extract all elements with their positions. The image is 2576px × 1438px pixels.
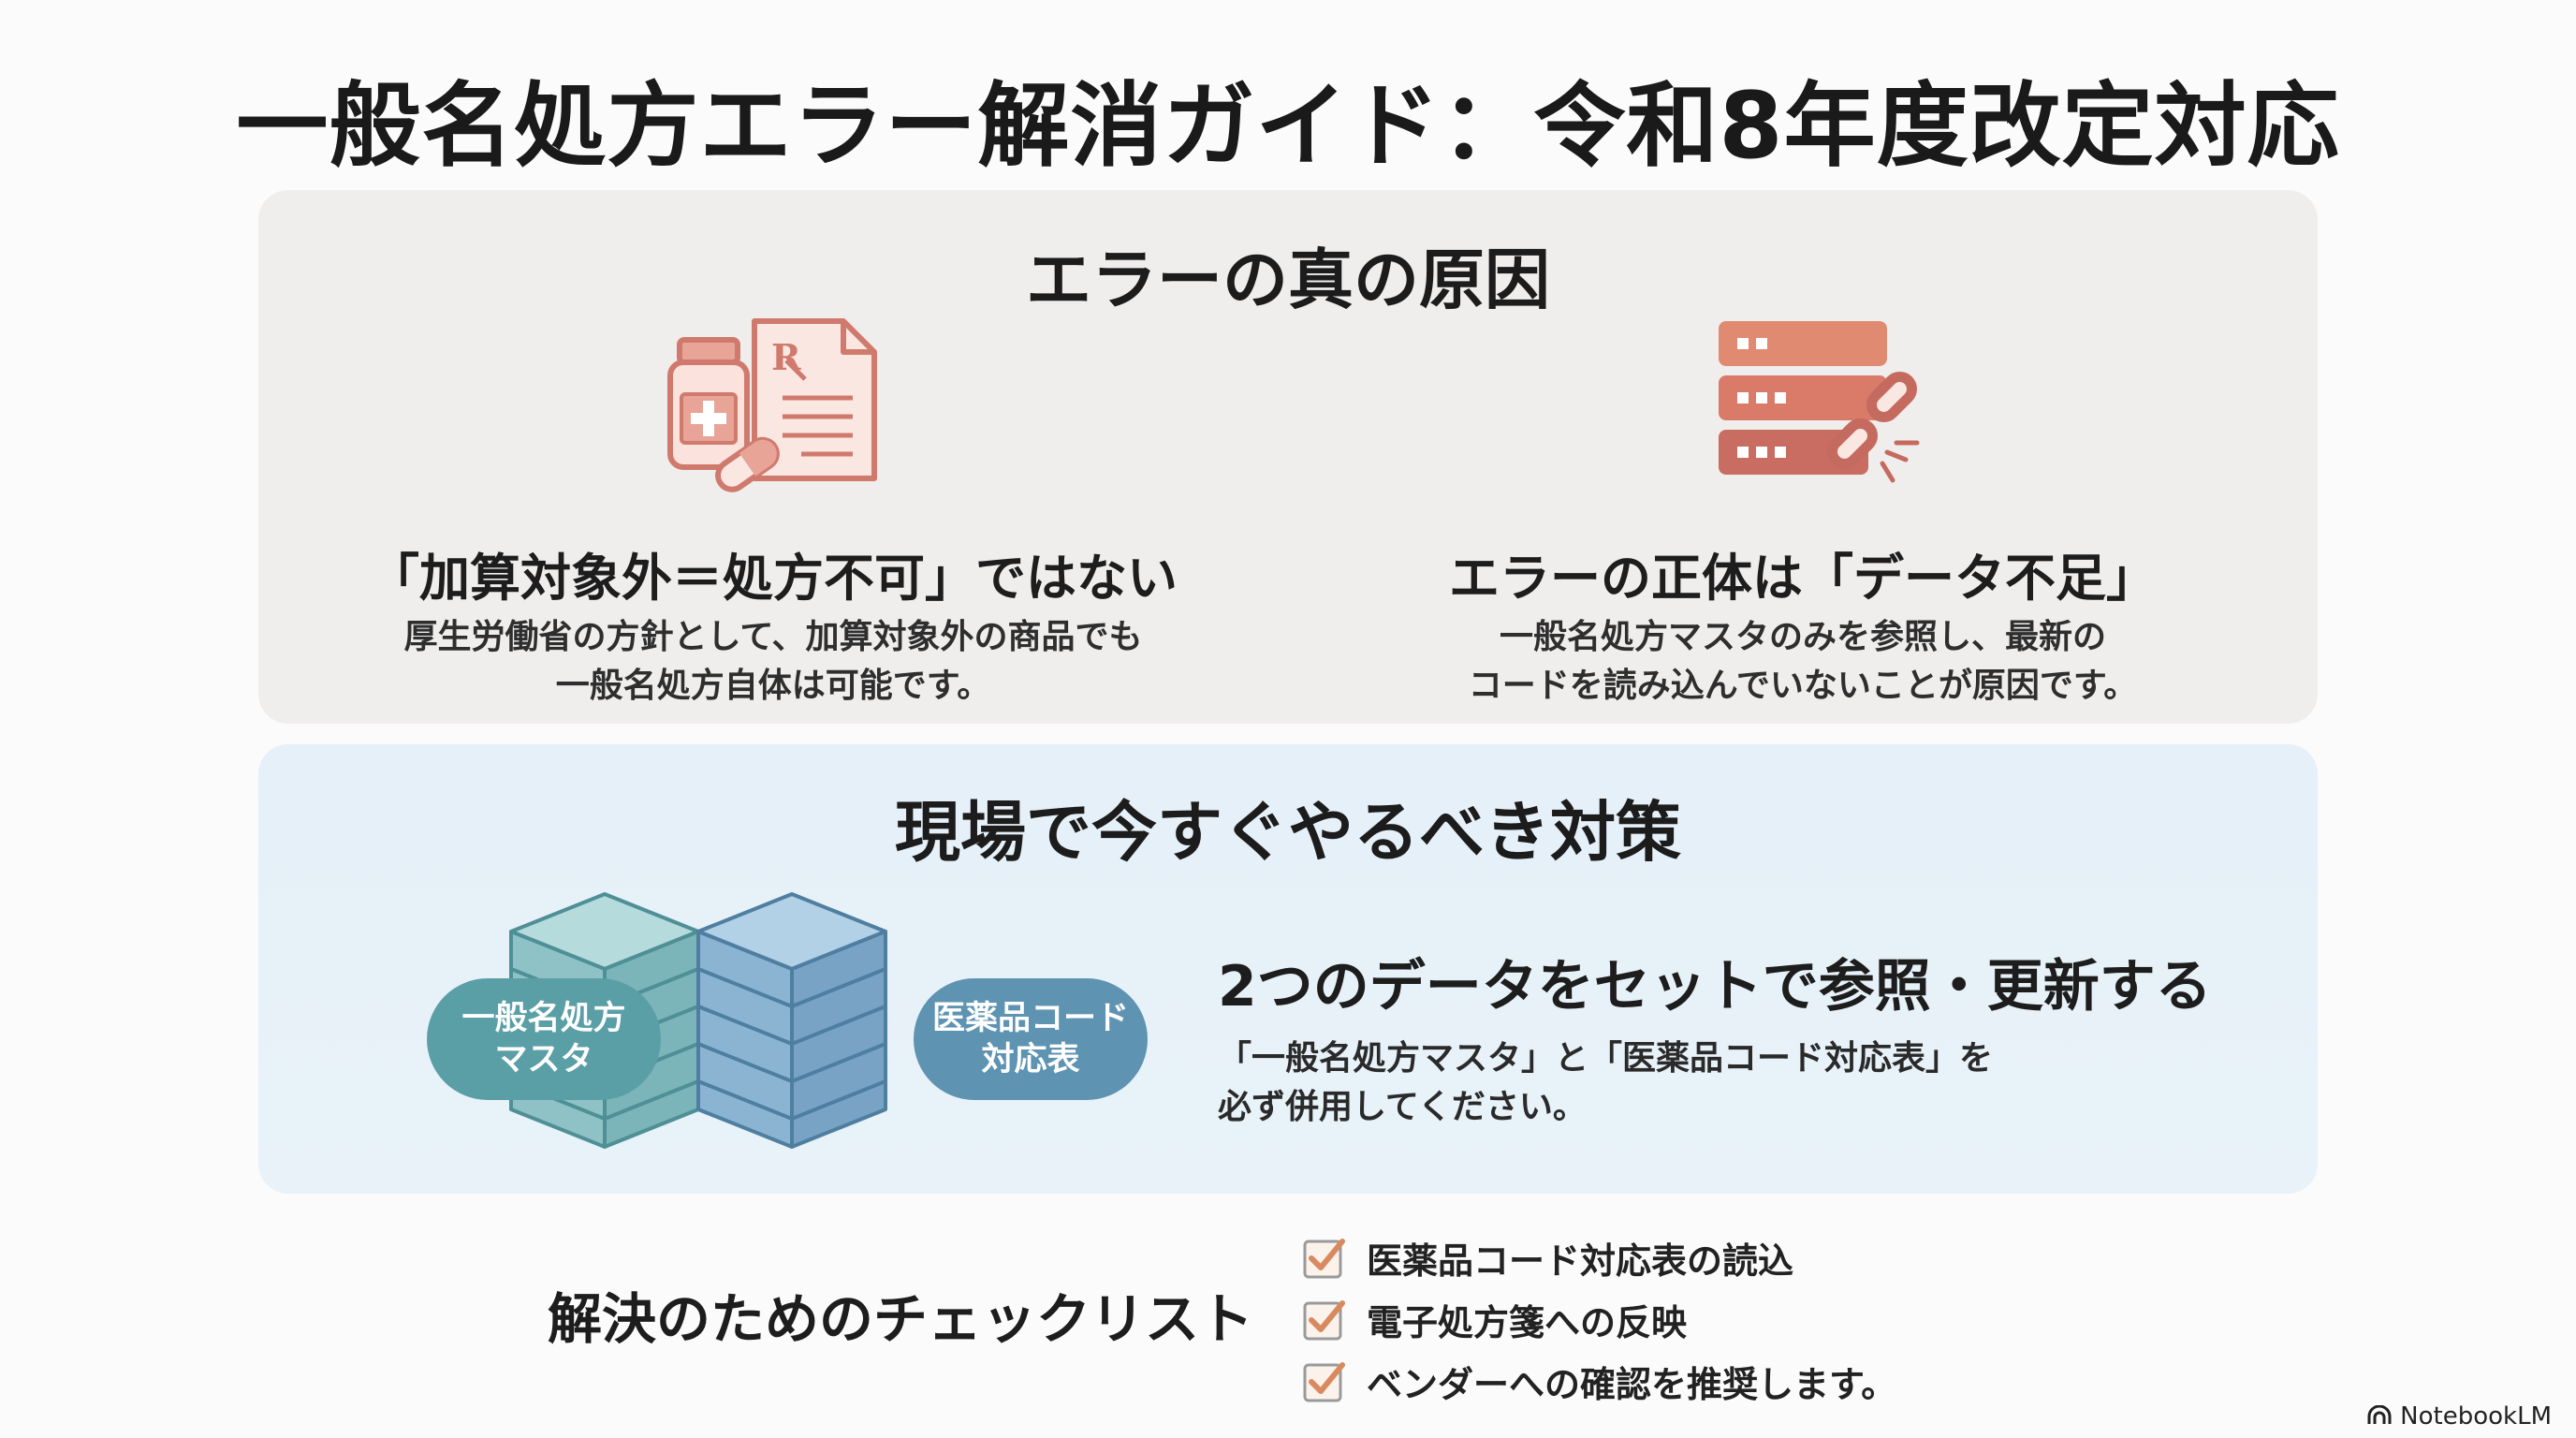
action-body-line: 必ず併用してください。 <box>1218 1088 1587 1126</box>
brand-label: NotebookLM <box>2400 1402 2552 1431</box>
db-label-generic-master: 一般名処方 マスタ <box>427 978 661 1100</box>
notebooklm-logo-icon <box>2367 1405 2392 1424</box>
database-stack-right <box>696 892 887 1149</box>
cause-left-body-line: 厚生労働省の方針として、加算対象外の商品でも <box>403 618 1143 656</box>
checklist-item-label: 医薬品コード対応表の読込 <box>1367 1240 1794 1282</box>
page-title: 一般名処方エラー解消ガイド：令和8年度改定対応 <box>236 73 2340 180</box>
checkbox-checked-icon <box>1303 1239 1345 1279</box>
db-label-line: 医薬品コード <box>931 1000 1129 1037</box>
cause-right-column: エラーの正体は「データ不足」 一般名処方マスタのみを参照し、最新の コードを読み… <box>1288 190 2318 724</box>
db-label-code-table: 医薬品コード 対応表 <box>914 978 1148 1100</box>
brand-watermark: NotebookLM <box>2366 1402 2552 1431</box>
db-label-line: マスタ <box>494 1041 593 1078</box>
checklist-item: 医薬品コード対応表の読込 <box>1301 1226 1896 1288</box>
checklist-item-label: ベンダーへの確認を推奨します。 <box>1367 1363 1897 1405</box>
cause-right-body: 一般名処方マスタのみを参照し、最新の コードを読み込んでいないことが原因です。 <box>1288 613 2318 711</box>
db-label-line: 一般名処方 <box>461 1000 626 1037</box>
db-label-line: 対応表 <box>981 1041 1080 1078</box>
checkbox-checked-icon <box>1303 1300 1345 1341</box>
checklist-item-label: 電子処方箋への反映 <box>1367 1301 1688 1343</box>
cause-right-body-line: 一般名処方マスタのみを参照し、最新の <box>1499 618 2106 656</box>
action-heading: 2つのデータをセットで参照・更新する <box>1218 954 2212 1020</box>
cause-panel: エラーの真の原因 R 「加算対象外＝処方不可」ではない <box>258 190 2318 724</box>
cause-left-body-line: 一般名処方自体は可能です。 <box>555 667 991 705</box>
action-body: 「一般名処方マスタ」と「医薬品コード対応表」を 必ず併用してください。 <box>1218 1034 1993 1132</box>
cause-right-heading: エラーの正体は「データ不足」 <box>1449 549 2157 608</box>
checklist-item: ベンダーへの確認を推奨します。 <box>1301 1350 1896 1412</box>
checklist: 医薬品コード対応表の読込 電子処方箋への反映 ベンダーへの確認を推奨します。 <box>1301 1226 1896 1412</box>
broken-link-server-icon <box>1719 321 1920 483</box>
action-body-line: 「一般名処方マスタ」と「医薬品コード対応表」を <box>1218 1039 1994 1078</box>
checkbox-checked-icon <box>1303 1362 1345 1402</box>
checklist-title: 解決のためのチェックリスト <box>548 1287 1254 1351</box>
cause-left-heading: 「加算対象外＝処方不可」ではない <box>369 549 1178 608</box>
action-section-title: 現場で今すぐやるべき対策 <box>895 794 1681 871</box>
cause-left-body: 厚生労働省の方針として、加算対象外の商品でも 一般名処方自体は可能です。 <box>258 613 1288 711</box>
action-panel: 現場で今すぐやるべき対策 <box>258 744 2318 1194</box>
prescription-medicine-icon: R <box>667 318 877 492</box>
cause-right-body-line: コードを読み込んでいないことが原因です。 <box>1468 667 2138 705</box>
cause-section-title: エラーの真の原因 <box>1026 242 1550 318</box>
cause-left-column: R 「加算対象外＝処方不可」ではない 厚生労働省の方針として、加算対象外の商品で… <box>258 190 1288 724</box>
checklist-item: 電子処方箋への反映 <box>1301 1288 1896 1350</box>
